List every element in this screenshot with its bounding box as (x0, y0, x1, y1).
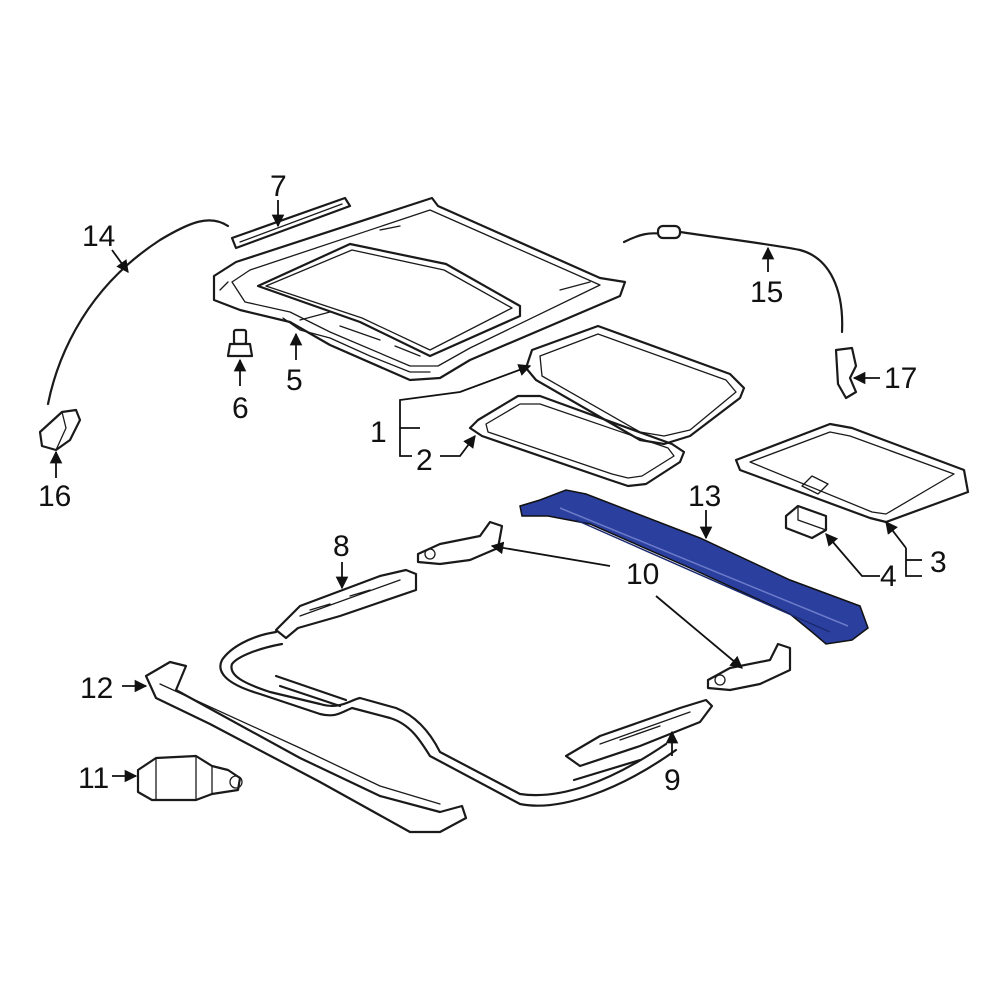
callout-14: 14 (82, 220, 115, 253)
callout-3: 3 (930, 546, 947, 579)
callout-15: 15 (750, 276, 783, 309)
rear-cross-member-highlighted (519, 489, 869, 645)
callout-6: 6 (232, 392, 249, 425)
guide-bracket-upper (416, 520, 504, 566)
callout-9: 9 (664, 764, 681, 797)
glass-seal (468, 394, 686, 488)
leader-lines (49, 200, 922, 783)
callout-5: 5 (286, 364, 303, 397)
rear-drain-trough (144, 660, 468, 834)
glass-panel (524, 324, 746, 446)
hose-fitting-right (834, 346, 858, 400)
drain-hose-front-right (622, 224, 844, 334)
sunshade-handle (784, 504, 828, 540)
callout-12: 12 (80, 672, 113, 705)
guide-rail-left (274, 568, 418, 640)
drain-hose-front-left (46, 219, 230, 406)
callout-11: 11 (78, 762, 109, 795)
callout-2: 2 (416, 444, 433, 477)
front-deflector-strip (230, 196, 352, 250)
frame-clip (226, 328, 254, 358)
guide-rail-right (564, 698, 714, 782)
callout-7: 7 (270, 170, 287, 203)
callout-8: 8 (333, 530, 350, 563)
callout-10: 10 (626, 558, 659, 591)
callout-13: 13 (688, 480, 721, 513)
sunshade-assembly (734, 422, 970, 524)
hose-fitting-left (38, 408, 82, 452)
guide-bracket-lower (706, 642, 792, 692)
drive-cable (219, 630, 678, 807)
callout-labels: 1 2 3 4 5 6 7 8 9 10 11 12 13 14 15 16 1… (38, 170, 947, 797)
callout-1: 1 (370, 416, 387, 449)
callout-16: 16 (38, 480, 71, 513)
callout-4: 4 (880, 560, 897, 593)
callout-17: 17 (884, 362, 917, 395)
sunroof-motor (136, 754, 243, 802)
sunroof-frame (212, 196, 627, 382)
